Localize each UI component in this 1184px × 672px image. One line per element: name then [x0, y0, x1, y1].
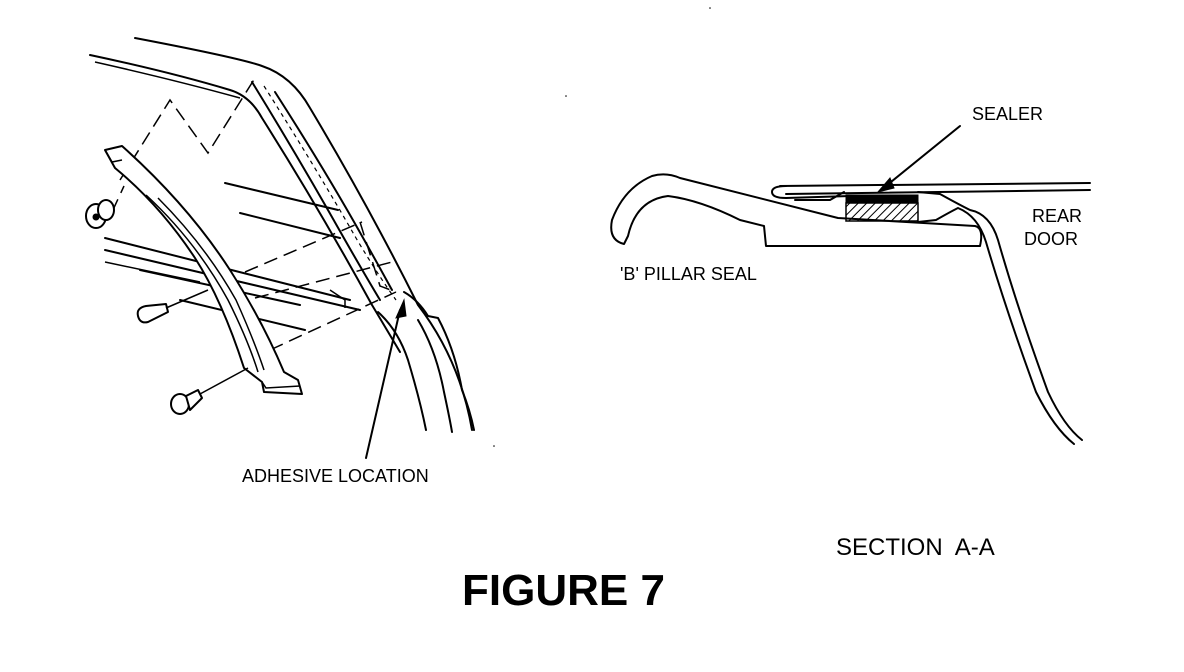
sealer-black-layer — [845, 194, 919, 204]
body-line-2 — [239, 212, 341, 239]
rear-door-label-line2: DOOR — [1024, 229, 1078, 249]
exploded-pillar-view: ADHESIVE LOCATION — [85, 37, 475, 486]
sealer-leader-line — [885, 125, 961, 187]
door-upper-skin — [779, 182, 1091, 187]
sealer-leader-arrowhead — [876, 177, 895, 193]
adhesive-location-label: ADHESIVE LOCATION — [242, 466, 429, 486]
scan-speck — [709, 7, 711, 9]
sealer-label: SEALER — [972, 104, 1043, 124]
alignment-line-mid2 — [254, 261, 393, 299]
roof-line-inner — [94, 61, 241, 99]
applique-bottom-tab — [261, 381, 301, 389]
alignment-line-top — [119, 77, 256, 181]
door-flange-fold — [771, 185, 851, 199]
window-frame-edge-2 — [274, 91, 393, 291]
door-panel-curve — [417, 319, 453, 433]
sealer-hatched-block — [845, 202, 919, 222]
scan-speck — [493, 445, 495, 447]
roof-line-upper — [134, 37, 473, 431]
adhesive-leader-line — [365, 309, 401, 459]
alignment-line-right — [359, 221, 397, 293]
rear-door-inner-contour — [377, 311, 427, 431]
alignment-line-mid — [244, 221, 363, 273]
b-pillar-seal-outline — [610, 173, 983, 247]
b-pillar-seal-label: 'B' PILLAR SEAL — [620, 264, 757, 284]
scan-speck — [565, 95, 567, 97]
body-line-1 — [224, 182, 339, 211]
b-pillar-applique — [104, 145, 303, 395]
applique-inner-edge-2 — [157, 197, 265, 371]
rear-door-panel-outer — [917, 191, 1083, 441]
adhesive-bead-line — [263, 85, 397, 301]
rear-door-label-line1: REAR — [1032, 206, 1082, 226]
section-label: SECTION A-A — [836, 534, 995, 561]
push-clip — [85, 199, 115, 229]
figure-caption: FIGURE 7 — [462, 566, 665, 615]
body-line-8 — [329, 289, 346, 308]
window-frame-edge — [251, 81, 381, 301]
rear-door-panel-inner — [917, 207, 1075, 445]
adhesive-leader-arrowhead — [395, 298, 407, 319]
body-line-7 — [104, 261, 201, 283]
door-flange-lower — [794, 191, 845, 201]
rear-door-outer-contour — [403, 291, 475, 431]
screw-upper — [136, 289, 209, 324]
alignment-line-low — [269, 291, 397, 351]
screw-lower — [170, 367, 249, 415]
section-a-a-view: SEALER REAR DOOR 'B' PILLAR SEAL SECTION… — [610, 104, 1091, 561]
applique-top-tab — [104, 149, 123, 163]
applique-inner-edge — [145, 194, 259, 373]
door-upper-skin-inner — [785, 189, 1091, 195]
roof-line-lower — [89, 54, 401, 353]
